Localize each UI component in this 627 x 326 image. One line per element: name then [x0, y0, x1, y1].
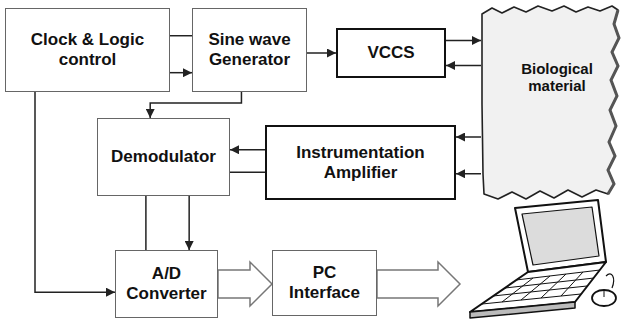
signal-line: [230, 149, 265, 151]
specimen-outline: [482, 6, 619, 199]
signal-line: [307, 52, 336, 54]
key-row: [482, 294, 581, 304]
mouse-cord: [606, 274, 614, 288]
node-label: Sine wave Generator: [193, 30, 306, 69]
key-column: [521, 276, 550, 300]
keyboard-keys: [482, 270, 600, 304]
signal-line: [456, 136, 481, 138]
base-edge: [470, 302, 575, 318]
signal-line: [145, 196, 147, 250]
signal-line: [230, 172, 265, 174]
mouse: [592, 290, 616, 306]
node-label: PC Interface: [282, 263, 368, 302]
node-label: A/D Converter: [116, 264, 217, 303]
specimen-shadow: [608, 10, 619, 194]
node-label: Instrumentation Amplifier: [267, 143, 454, 182]
keyboard-base: [470, 262, 606, 312]
node-label: Demodulator: [111, 147, 216, 167]
data-arrow: [218, 262, 272, 306]
source-box: VCCS: [336, 28, 446, 78]
node-label: VCCS: [367, 43, 414, 63]
mouse-button: [604, 290, 605, 297]
data-arrow: [377, 262, 460, 306]
key-column: [502, 278, 533, 302]
computer-icon: [470, 200, 616, 318]
screen-frame: [515, 200, 606, 272]
generator-box: Sine wave Generator: [192, 8, 307, 92]
specimen-shape: Biological material: [478, 4, 622, 202]
node-label: Biological material: [509, 60, 605, 95]
signal-line: [456, 173, 481, 175]
screen-panel: [522, 207, 599, 265]
key-column: [561, 272, 583, 296]
converter-box: A/D Converter: [115, 250, 218, 318]
signal-line: [150, 92, 241, 118]
interface-box: PC Interface: [272, 250, 377, 316]
signal-line: [446, 65, 481, 67]
signal-line: [446, 40, 481, 42]
amplifier-box: Instrumentation Amplifier: [265, 125, 456, 200]
signal-line: [170, 72, 192, 74]
torn-outline: [478, 4, 622, 202]
node-label: Clock & Logic control: [6, 30, 169, 69]
control-box: Clock & Logic control: [5, 8, 170, 92]
signal-line: [188, 196, 190, 250]
demodulator-box: Demodulator: [97, 118, 230, 196]
signal-line: [170, 35, 192, 37]
